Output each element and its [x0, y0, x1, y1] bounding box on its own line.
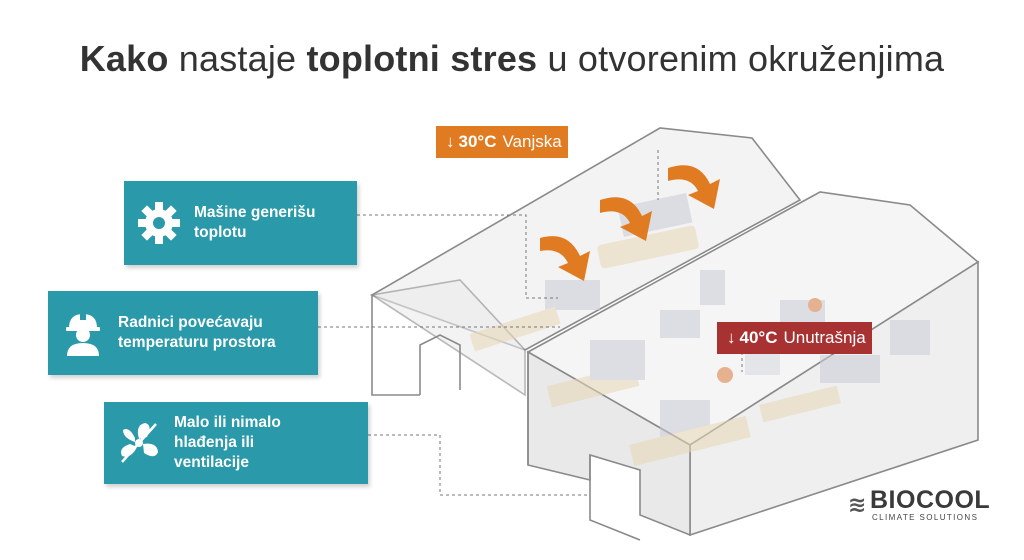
thermometer-down-icon: ↓	[446, 132, 455, 151]
title-text-2: u otvorenim okruženjima	[537, 38, 945, 79]
logo-tagline: CLIMATE SOLUTIONS	[872, 513, 979, 522]
heat-arrow-1	[540, 236, 590, 281]
callout-ventilation-text: Malo ili nimalo hlađenja ili ventilacije	[174, 414, 281, 471]
heat-arrow-2	[600, 197, 652, 241]
callout-machines: Mašine generišu toplotu	[124, 181, 357, 265]
title-bold-1: Kako	[79, 38, 169, 79]
wave-icon: ≋	[848, 492, 867, 517]
connector-lines	[318, 150, 743, 496]
inside-temperature-label: Unutrašnja	[783, 328, 866, 347]
outside-temperature-value: 30°C	[458, 132, 497, 151]
thermometer-down-icon: ↓	[727, 328, 736, 347]
heat-arrows	[540, 165, 720, 281]
outside-temperature-tag: ↓ 30°C Vanjska	[436, 126, 568, 158]
biocool-logo: ≋ BIOCOOL CLIMATE SOLUTIONS	[848, 486, 998, 526]
callout-ventilation: Malo ili nimalo hlađenja ili ventilacije	[104, 402, 368, 484]
heat-arrow-3	[668, 165, 720, 209]
fan-icon	[104, 420, 174, 466]
gear-icon	[124, 200, 194, 246]
logo-name: BIOCOOL	[870, 486, 991, 514]
inside-temperature-tag: ↓ 40°C Unutrašnja	[717, 322, 872, 354]
callout-machines-text: Mašine generišu toplotu	[194, 204, 316, 241]
worker-helmet-icon	[48, 308, 118, 358]
callout-workers-text: Radnici povećavaju temperaturu prostora	[118, 314, 276, 351]
title-text-1: nastaje	[168, 38, 307, 79]
page-title: Kako nastaje toplotni stres u otvorenim …	[0, 38, 1024, 80]
title-bold-2: toplotni stres	[306, 38, 538, 79]
inside-temperature-value: 40°C	[739, 328, 778, 347]
callout-workers: Radnici povećavaju temperaturu prostora	[48, 291, 318, 375]
outside-temperature-label: Vanjska	[502, 132, 562, 151]
